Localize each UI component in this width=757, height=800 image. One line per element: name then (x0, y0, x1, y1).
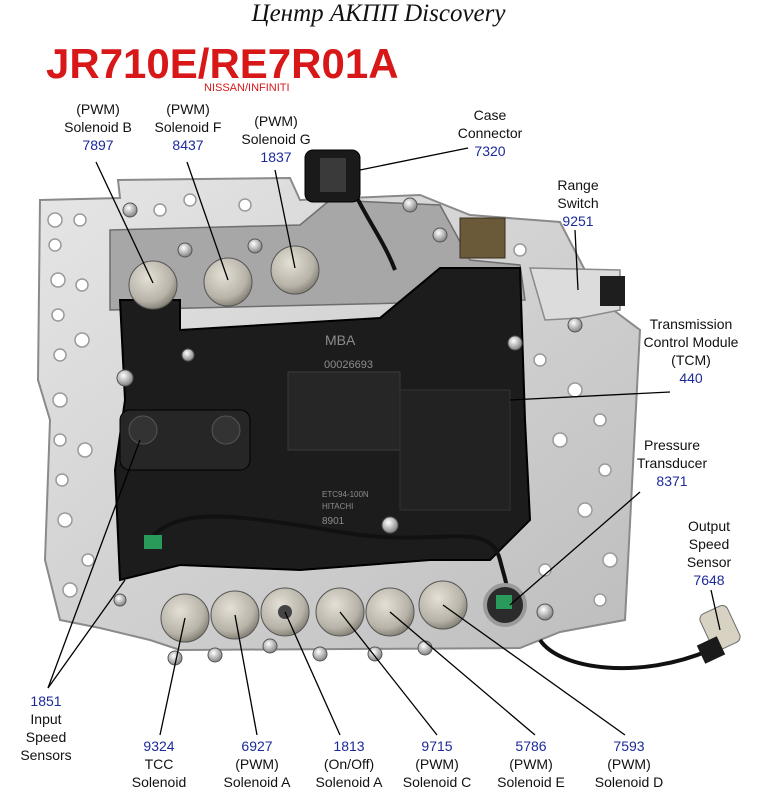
module-serial-text: 00026693 (324, 359, 373, 371)
module-brand-text: MBA (325, 332, 356, 348)
label-solenoid-a-pwm-type: (PWM) (235, 756, 279, 772)
label-solenoid-e-type: (PWM) (509, 756, 553, 772)
label-tcm-line2: Control Module (643, 334, 739, 350)
label-pressure-transducer-line2: Transducer (636, 455, 708, 471)
module-part-text: 8901 (322, 516, 345, 527)
label-solenoid-g: (PWM) Solenoid G 1837 (234, 112, 318, 166)
label-solenoid-c-number: 9715 (421, 738, 453, 754)
page-title: Центр АКПП Discovery (251, 0, 506, 27)
label-solenoid-d: 7593 (PWM) Solenoid D (584, 737, 674, 791)
label-tcc-solenoid-number: 9324 (143, 738, 175, 754)
pressure-transducer (483, 583, 527, 627)
label-input-speed-sensors: 1851 Input Speed Sensors (12, 692, 80, 764)
label-case-connector: Case Connector 7320 (448, 106, 532, 160)
output-speed-sensor (696, 605, 741, 664)
label-solenoid-a-pwm: 6927 (PWM) Solenoid A (214, 737, 300, 791)
bolts (113, 197, 583, 666)
label-tcm-number: 440 (679, 370, 703, 386)
vehicle-make: NISSAN/INFINITI (204, 82, 290, 94)
input-speed-sensors (119, 409, 251, 471)
label-case-connector-line1: Case (473, 107, 507, 123)
label-solenoid-b-type: (PWM) (76, 101, 120, 117)
tcm-module: MBA 00026693 ETC94-100N HITACHI 8901 (113, 267, 532, 582)
label-range-switch-line1: Range (557, 177, 599, 193)
label-solenoid-d-number: 7593 (613, 738, 645, 754)
label-range-switch: Range Switch 9251 (546, 176, 610, 230)
label-solenoid-f-type: (PWM) (166, 101, 210, 117)
module-maker-text: HITACHI (322, 502, 353, 511)
label-solenoid-b-name: Solenoid B (64, 119, 132, 135)
label-range-switch-number: 9251 (562, 213, 594, 229)
label-range-switch-line2: Switch (557, 195, 599, 211)
label-solenoid-f: (PWM) Solenoid F 8437 (148, 100, 228, 154)
label-tcm-line1: Transmission (649, 316, 733, 332)
label-output-speed-sensor-line3: Sensor (686, 554, 732, 570)
label-input-speed-sensors-line2: Speed (25, 729, 67, 745)
label-tcc-solenoid-line2: Solenoid (131, 774, 187, 790)
label-input-speed-sensors-number: 1851 (30, 693, 62, 709)
case-connector (304, 149, 361, 203)
label-tcm-line3: (TCM) (671, 352, 711, 368)
label-case-connector-number: 7320 (474, 143, 506, 159)
label-output-speed-sensor-line1: Output (687, 518, 731, 534)
label-solenoid-c: 9715 (PWM) Solenoid C (394, 737, 480, 791)
label-input-speed-sensors-line3: Sensors (20, 747, 72, 763)
label-pressure-transducer-line1: Pressure (643, 437, 701, 453)
label-solenoid-a-onoff-type: (On/Off) (323, 756, 375, 772)
label-tcc-solenoid-line1: TCC (144, 756, 174, 772)
label-pressure-transducer-number: 8371 (656, 473, 688, 489)
label-solenoid-b-number: 7897 (82, 137, 114, 153)
label-solenoid-b: (PWM) Solenoid B 7897 (62, 100, 134, 154)
label-output-speed-sensor: Output Speed Sensor 7648 (676, 517, 742, 589)
label-solenoid-a-pwm-number: 6927 (241, 738, 273, 754)
label-solenoid-g-name: Solenoid G (241, 131, 311, 147)
module-code-text: ETC94-100N (322, 490, 369, 499)
label-solenoid-g-number: 1837 (260, 149, 292, 165)
label-solenoid-c-type: (PWM) (415, 756, 459, 772)
label-solenoid-g-type: (PWM) (254, 113, 298, 129)
label-solenoid-a-onoff-number: 1813 (333, 738, 365, 754)
range-switch (528, 267, 625, 321)
label-tcm: Transmission Control Module (TCM) 440 (635, 315, 747, 387)
label-pressure-transducer: Pressure Transducer 8371 (632, 436, 712, 490)
label-solenoid-e-name: Solenoid E (497, 774, 565, 790)
leader-lines (47, 147, 721, 736)
label-output-speed-sensor-line2: Speed (688, 536, 730, 552)
label-solenoid-e: 5786 (PWM) Solenoid E (486, 737, 576, 791)
label-input-speed-sensors-line1: Input (30, 711, 62, 727)
label-case-connector-line2: Connector (457, 125, 523, 141)
transmission-model: JR710E/RE7R01A (46, 40, 399, 87)
label-solenoid-d-name: Solenoid D (594, 774, 664, 790)
label-solenoid-d-type: (PWM) (607, 756, 651, 772)
label-solenoid-e-number: 5786 (515, 738, 547, 754)
label-output-speed-sensor-number: 7648 (693, 572, 725, 588)
label-solenoid-a-pwm-name: Solenoid A (223, 774, 291, 790)
input-sensor-connector (144, 535, 162, 549)
top-solenoids (128, 245, 320, 310)
label-solenoid-f-name: Solenoid F (154, 119, 222, 135)
label-tcc-solenoid: 9324 TCC Solenoid (126, 737, 192, 791)
label-solenoid-a-onoff-name: Solenoid A (315, 774, 383, 790)
label-solenoid-a-onoff: 1813 (On/Off) Solenoid A (306, 737, 392, 791)
label-solenoid-f-number: 8437 (172, 137, 204, 153)
label-solenoid-c-name: Solenoid C (402, 774, 472, 790)
